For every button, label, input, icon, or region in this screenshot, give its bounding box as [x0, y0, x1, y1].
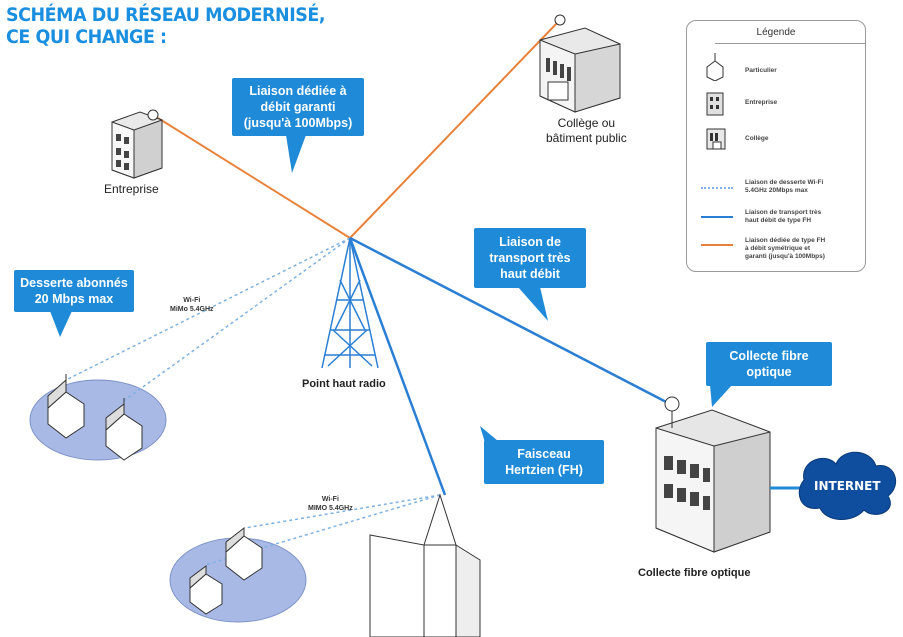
house-icon-bottom-2	[189, 565, 223, 615]
entreprise-building-icon	[111, 109, 163, 179]
radio-tower-icon	[321, 237, 379, 369]
legend-college-icon	[706, 128, 726, 150]
legend-entreprise-icon	[706, 92, 724, 116]
collecte-fibre-label: Collecte fibre optique	[638, 567, 751, 579]
callout-pointer-hertzian	[480, 426, 504, 446]
blue-link-fiber	[349, 236, 673, 407]
wifi-label-left: Wi-Fi MiMo 5.4GHz	[170, 297, 214, 313]
legend-label-entreprise: Entreprise	[745, 99, 778, 106]
fiber-building-icon	[655, 396, 771, 553]
page-title-line1: SCHÉMA DU RÉSEAU MODERNISÉ,	[6, 4, 326, 26]
orange-link-entreprise	[157, 117, 351, 239]
orange-link-college	[349, 21, 559, 239]
internet-label: INTERNET	[814, 479, 881, 493]
legend-line-transport	[701, 216, 733, 218]
point-haut-label: Point haut radio	[302, 378, 386, 390]
legend-line-wifi	[701, 187, 733, 189]
blue-link-church	[348, 237, 447, 496]
page-title-line2: CE QUI CHANGE :	[6, 26, 167, 48]
house-icon-left-2	[105, 398, 143, 461]
callout-pointer-dedicated	[286, 135, 306, 173]
legend-box: Légende Particulier Entreprise Collège L…	[686, 20, 866, 272]
legend-divider	[715, 43, 865, 44]
legend-line-dedicated	[701, 244, 733, 246]
legend-particulier-icon	[706, 53, 724, 81]
church-icon	[369, 493, 481, 637]
callout-pointer-subscribers	[50, 311, 72, 337]
legend-label-dedicated: Liaison dédiée de type FH à débit symétr…	[745, 237, 826, 260]
legend-label-particulier: Particulier	[745, 67, 777, 74]
callout-pointer-fiber	[710, 385, 732, 407]
house-icon-bottom-1	[225, 526, 263, 581]
college-label: Collège ou bâtiment public	[546, 116, 627, 145]
house-icon-left-1	[47, 374, 85, 439]
internet-cloud-icon	[770, 451, 897, 520]
legend-label-wifi: Liaison de desserte Wi-Fi 5.4GHz 20Mbps …	[745, 179, 824, 194]
legend-label-transport: Liaison de transport très haut débit de …	[745, 209, 822, 224]
legend-label-college: Collège	[745, 135, 769, 142]
legend-title: Légende	[756, 27, 796, 38]
entreprise-label: Entreprise	[104, 182, 159, 196]
college-building-icon	[539, 14, 621, 113]
wifi-label-bottom: Wi-Fi MIMO 5.4GHz	[308, 496, 353, 512]
callout-pointer-transport	[518, 287, 548, 321]
